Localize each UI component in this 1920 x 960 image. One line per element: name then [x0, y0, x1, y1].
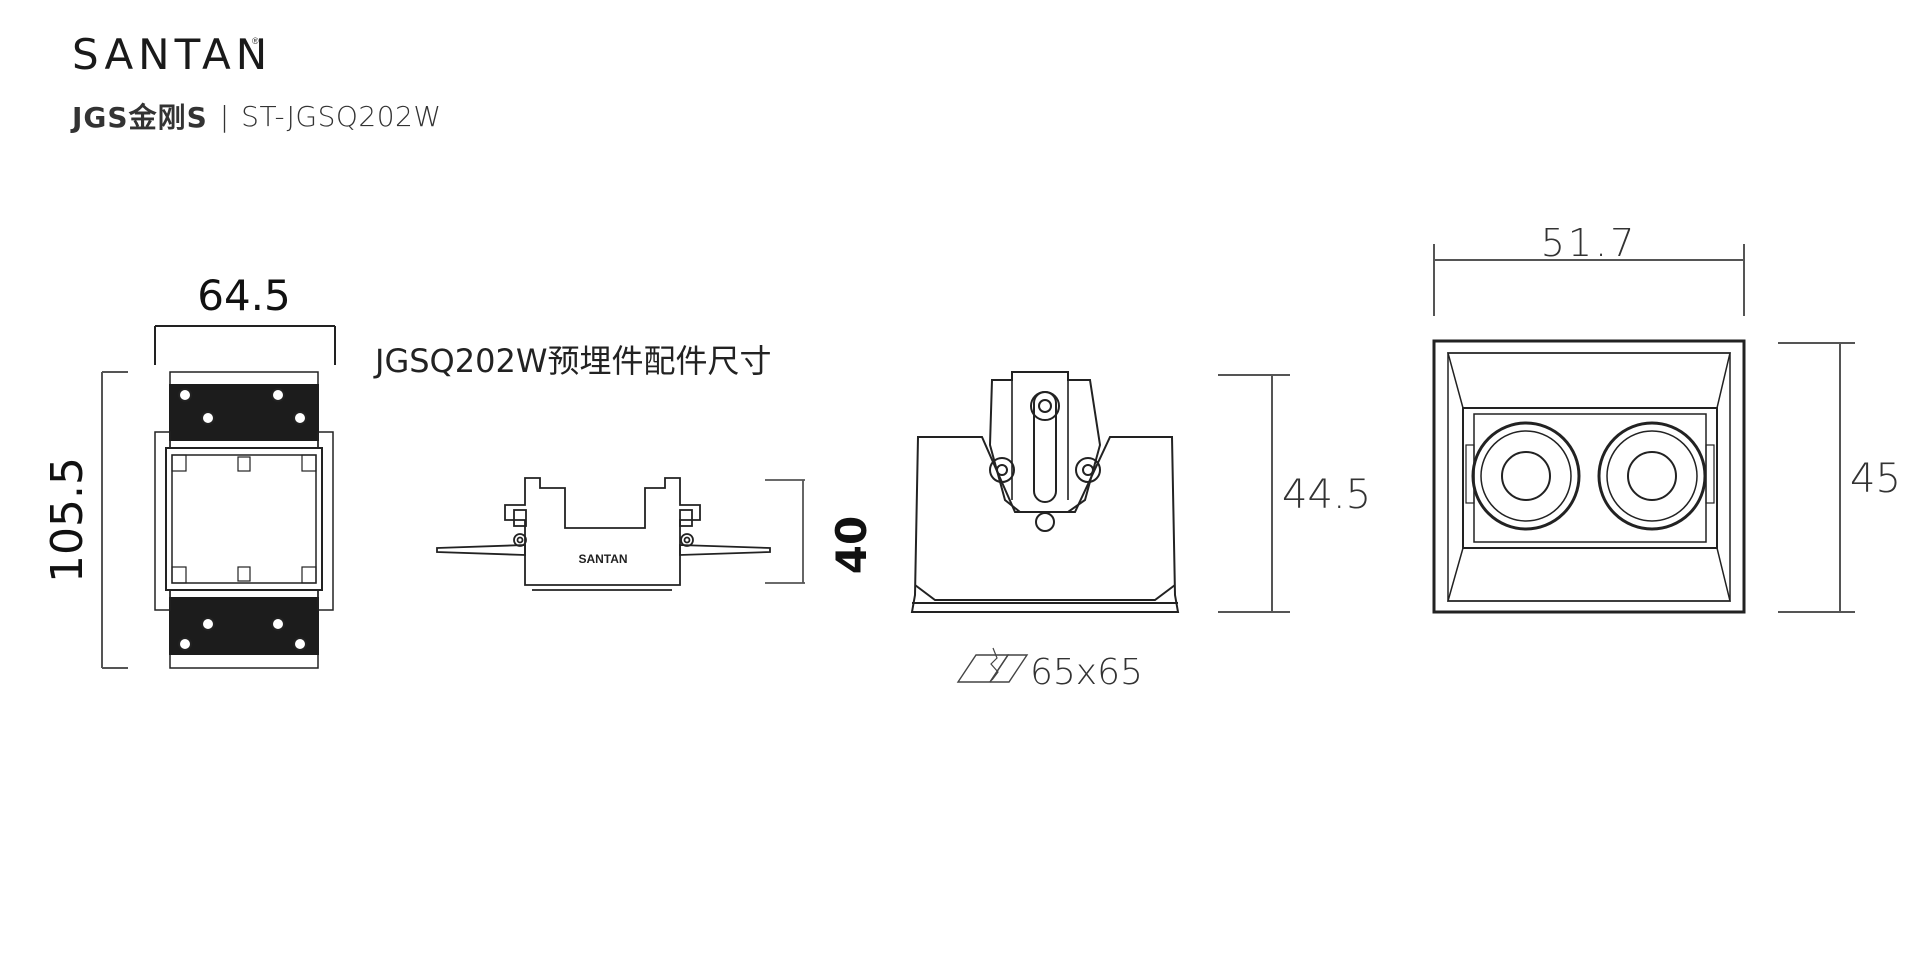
dim-height-40: 40 [827, 516, 876, 574]
side-view-logo: SANTAN [578, 552, 627, 566]
brand-logo: SANTAN [72, 30, 273, 79]
dim-height-45: 45 [1850, 456, 1901, 502]
separator: | [219, 99, 230, 133]
series-label: JGS金刚S [72, 101, 208, 134]
sub-header: JGS金刚S | ST-JGSQ202W [72, 96, 442, 136]
fixture-side-view [910, 371, 1290, 683]
dim-width-64-5: 64.5 [197, 271, 291, 320]
dim-height-44-5: 44.5 [1282, 472, 1371, 518]
fixture-front-view [1432, 244, 1855, 614]
embedded-part-top-view [101, 325, 336, 669]
dim-width-51-7: 51.7 [1541, 221, 1638, 265]
dim-height-105-5: 105.5 [42, 457, 93, 583]
model-number: ST-JGSQ202W [241, 99, 442, 133]
registered-mark: ® [252, 36, 259, 46]
cutout-size: 65x65 [1030, 652, 1143, 693]
embedded-part-title: JGSQ202W预埋件配件尺寸 [373, 342, 771, 380]
embedded-part-side-view [436, 477, 805, 591]
